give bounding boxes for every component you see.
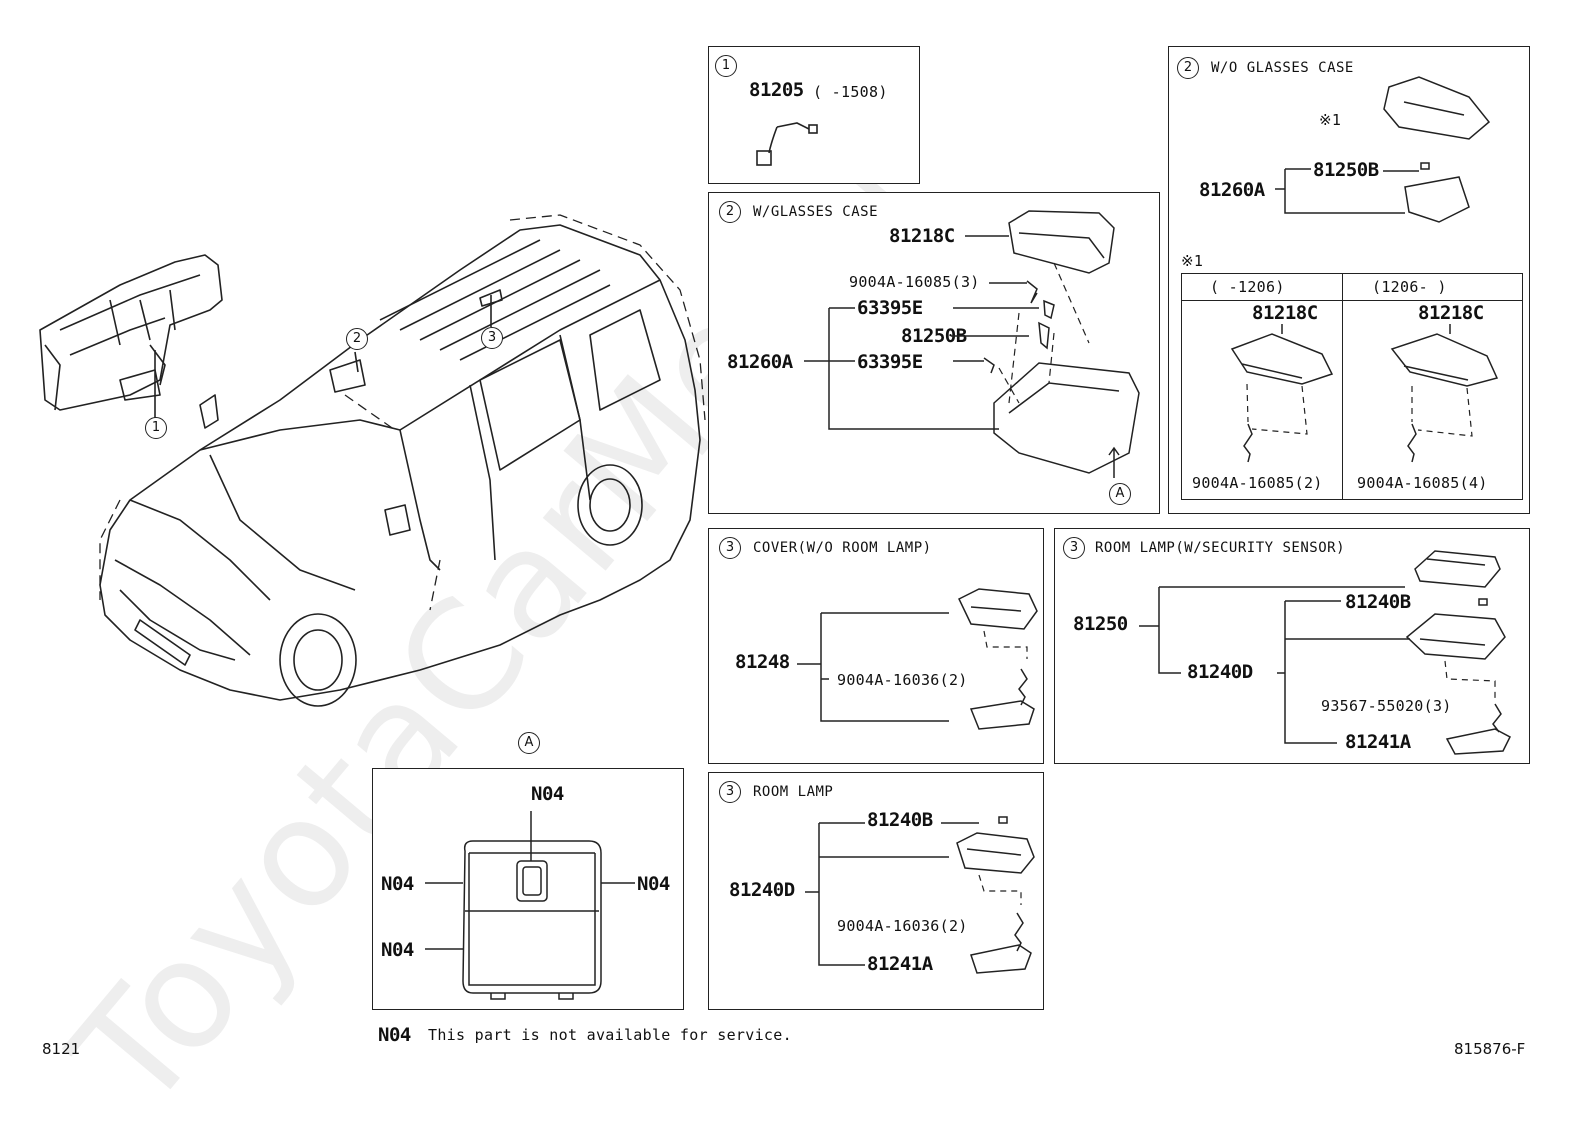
left-part-screw: 9004A-16085(2) <box>1192 474 1323 492</box>
col-left-range: ( -1206) <box>1210 278 1285 296</box>
room-lamp-sensor-illustration <box>1139 550 1511 755</box>
overhead-console-illustration <box>804 210 1140 478</box>
panel-marker: 2 <box>719 201 741 223</box>
variant-table-divider <box>1342 274 1343 499</box>
panel-wo-glasses-case: 2 W/O GLASSES CASE ※1 81250B 81260A ※1 (… <box>1168 46 1530 514</box>
car-outline-dashed <box>99 214 706 611</box>
note-mark: ※1 <box>1319 111 1342 129</box>
n04-bottom: N04 <box>381 939 414 961</box>
part-81240b: 81240B <box>867 809 933 831</box>
variant-table: ( -1206) (1206- ) 81218C 9004A-16085(2) … <box>1181 273 1523 500</box>
dashboard-illustration <box>39 254 223 411</box>
serial-range: ( -1508) <box>813 83 888 101</box>
assembly-81260a: 81260A <box>1199 179 1265 201</box>
part-81240b: 81240B <box>1345 591 1411 613</box>
assembly-81240d: 81240D <box>729 879 795 901</box>
part-number: 81205 <box>749 79 804 101</box>
panel-title: COVER(W/O ROOM LAMP) <box>753 540 932 556</box>
part-screw: 9004A-16036(2) <box>837 917 968 935</box>
panel-marker: 3 <box>719 781 741 803</box>
room-lamp-illustration <box>805 816 1035 974</box>
subassembly-81240d: 81240D <box>1187 661 1253 683</box>
wire-harness-illustration <box>756 122 818 166</box>
vehicle-overview-drawing <box>39 214 706 707</box>
right-part-screw: 9004A-16085(4) <box>1357 474 1488 492</box>
sheet-code-right: 815876-F <box>1454 1040 1526 1058</box>
left-part-bracket: 81218C <box>1252 302 1318 324</box>
panel-view-a: N04 N04 N04 N04 <box>372 768 684 1010</box>
view-marker-a-label: A <box>518 732 540 754</box>
leader-2 <box>354 351 359 373</box>
part-81250b: 81250B <box>1313 159 1379 181</box>
col-right-range: (1206- ) <box>1372 278 1447 296</box>
callout-1: 1 <box>145 417 167 439</box>
panel-marker: 3 <box>1063 537 1085 559</box>
car-body-illustration <box>99 224 701 707</box>
panel-room-lamp-security-sensor: 3 ROOM LAMP(W/SECURITY SENSOR) 81250 812… <box>1054 528 1530 764</box>
part-81241a: 81241A <box>867 953 933 975</box>
panel-w-glasses-case: 2 W/GLASSES CASE 81218C 9004A-16085(3) 6… <box>708 192 1160 514</box>
variant-table-header <box>1182 274 1522 301</box>
console-front-view <box>425 811 635 1000</box>
part-81250b: 81250B <box>901 325 967 347</box>
panel-title: ROOM LAMP <box>753 784 834 800</box>
n04-top: N04 <box>531 783 564 805</box>
cover-illustration <box>797 588 1038 730</box>
panel-marker: 2 <box>1177 57 1199 79</box>
panel-marker: 1 <box>715 55 737 77</box>
sub-note-mark: ※1 <box>1181 252 1204 270</box>
panel-title: W/GLASSES CASE <box>753 204 879 220</box>
part-63395e-upper: 63395E <box>857 297 923 319</box>
variant-brackets-illustration <box>1230 324 1499 463</box>
part-screw: 9004A-16036(2) <box>837 671 968 689</box>
panel-title: ROOM LAMP(W/SECURITY SENSOR) <box>1095 540 1346 556</box>
panel-cover-wo-room-lamp: 3 COVER(W/O ROOM LAMP) 81248 9004A-16036… <box>708 528 1044 764</box>
part-screw: 93567-55020(3) <box>1321 697 1452 715</box>
assembly-81250: 81250 <box>1073 613 1128 635</box>
panel-title: W/O GLASSES CASE <box>1211 60 1354 76</box>
footnote-code: N04 <box>378 1024 411 1046</box>
sheet-code-left: 8121 <box>42 1040 81 1058</box>
panel-room-lamp: 3 ROOM LAMP 81240D 81240B 9004A-16036(2)… <box>708 772 1044 1010</box>
footnote-text: This part is not available for service. <box>428 1026 792 1044</box>
assembly-81248: 81248 <box>735 651 790 673</box>
part-81241a: 81241A <box>1345 731 1411 753</box>
callout-3: 3 <box>481 327 503 349</box>
bracket-illustration <box>1275 76 1491 223</box>
panel-marker: 3 <box>719 537 741 559</box>
part-81218c: 81218C <box>889 225 955 247</box>
panel-81205: 1 81205 ( -1508) <box>708 46 920 184</box>
part-screw: 9004A-16085(3) <box>849 273 980 291</box>
view-marker-a: A <box>1109 483 1131 505</box>
assembly-81260a: 81260A <box>727 351 793 373</box>
n04-right: N04 <box>637 873 670 895</box>
n04-left: N04 <box>381 873 414 895</box>
part-63395e-lower: 63395E <box>857 351 923 373</box>
callout-2: 2 <box>346 328 368 350</box>
right-part-bracket: 81218C <box>1418 302 1484 324</box>
